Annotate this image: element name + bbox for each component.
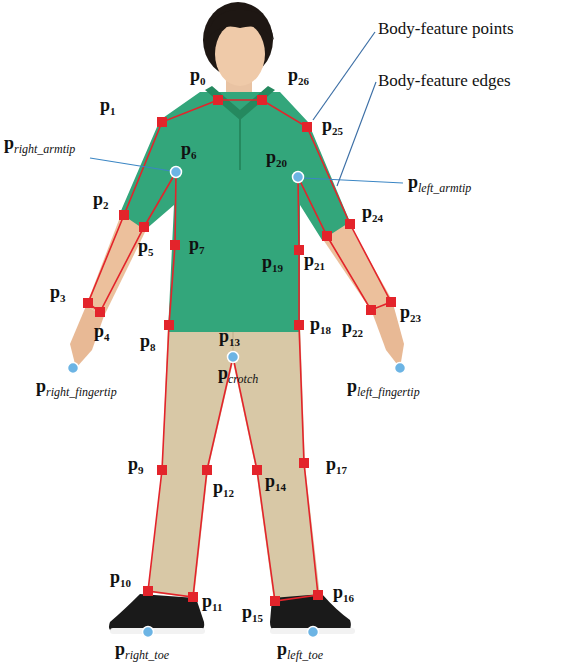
point-label: p2 [93,190,109,211]
feature-point-square [83,298,93,308]
feature-point-square [386,297,396,307]
feature-point-square [139,222,149,232]
feature-point-square [270,596,280,606]
point-label: p1 [100,96,116,117]
feature-point-square [83,95,396,606]
feature-point-circle [395,363,406,374]
feature-point-square [119,210,129,220]
point-label: pleft_armtip [408,173,471,195]
shirt-collar [205,86,275,120]
right-arm [86,212,147,316]
point-label: p3 [50,283,66,304]
person-figure [70,2,404,634]
feature-point-square [257,95,267,105]
annotation-label: Body-feature points [378,20,514,39]
feature-point-square [143,586,153,596]
body-feature-edges [88,100,391,601]
feature-point-square [213,95,223,105]
point-label: pcrotch [218,364,258,386]
point-label: pleft_toe [277,640,323,662]
point-label: p12 [213,478,234,499]
point-label: pleft_fingertip [347,377,420,399]
feature-point-square [157,465,167,475]
point-label: p22 [342,318,363,339]
hair [206,10,274,40]
point-label: p16 [333,583,354,604]
point-label: p18 [310,315,331,336]
point-label: p20 [266,148,287,169]
feature-point-square [366,305,376,315]
face [215,22,265,86]
point-label: pright_toe [115,640,169,662]
point-label: p10 [110,568,131,589]
point-label: p21 [304,251,325,272]
feature-point-square [164,320,174,330]
point-label: p26 [288,66,309,87]
feature-point-square [322,231,332,241]
feature-point-square [252,465,262,475]
feature-point-square [299,458,309,468]
point-label: p24 [362,203,383,224]
feature-point-square [202,465,212,475]
point-label: p7 [189,235,205,256]
point-label: p5 [138,237,154,258]
point-label: p0 [190,66,206,87]
annotation-label: Body-feature edges [378,72,511,91]
shirt-placket [239,118,241,170]
point-label: p14 [265,472,286,493]
point-label: p8 [140,332,156,353]
feature-point-square [294,320,304,330]
left-hand [372,300,404,368]
feature-point-square [302,122,312,132]
feature-point-circle [68,167,406,638]
point-label: p19 [262,253,283,274]
feature-point-circle [68,363,79,374]
feature-point-circle [293,172,304,183]
point-label: p25 [322,116,343,137]
point-label: p6 [181,140,197,161]
feature-edge-outline [88,100,391,601]
feature-point-square [188,592,198,602]
feature-point-square [345,219,355,229]
feature-point-circle [171,167,182,178]
point-label: pright_fingertip [36,377,117,399]
feature-point-square [170,240,180,250]
feature-point-square [313,590,323,600]
point-label: p9 [128,455,144,476]
leader-line [313,32,375,120]
point-label: p23 [400,303,421,324]
point-label: p4 [94,322,110,343]
left-arm [322,222,392,312]
feature-point-circle [308,627,319,638]
right-sole [110,628,205,634]
feature-point-circle [228,352,239,363]
feature-point-circle [143,627,154,638]
leader-line [90,158,171,171]
point-label: p15 [242,603,263,624]
point-label: pright_armtip [4,134,75,156]
point-label: p17 [326,455,347,476]
point-label: p11 [202,592,222,613]
feature-point-square [95,307,105,317]
leader-lines [90,32,403,186]
leader-line [303,178,403,183]
point-label: p13 [219,327,240,348]
feature-point-square [157,117,167,127]
feature-point-square [294,245,304,255]
